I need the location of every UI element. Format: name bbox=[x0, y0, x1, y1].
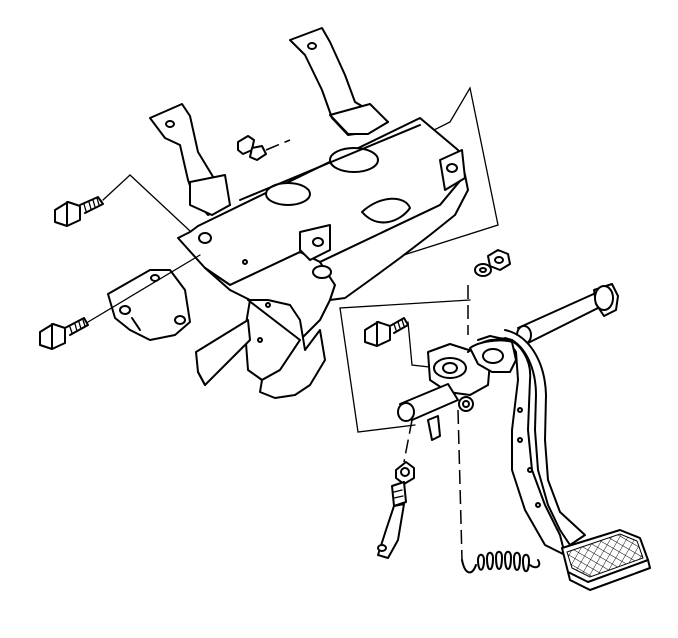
bracket-bolt-lower bbox=[39, 254, 201, 350]
bracket-bolt-upper bbox=[54, 174, 131, 227]
bracket-mounting-legs bbox=[149, 27, 389, 216]
pivot-nut bbox=[487, 249, 511, 271]
pedal-pivot-bolt bbox=[364, 317, 439, 369]
return-spring bbox=[457, 409, 541, 574]
clevis-link bbox=[377, 419, 415, 559]
pushrod-bushing bbox=[397, 383, 474, 441]
pedal-pad bbox=[561, 529, 651, 591]
bracket-strap bbox=[195, 319, 251, 386]
pedal-bracket bbox=[177, 117, 469, 399]
brake-pedal-arm bbox=[467, 329, 586, 556]
bracket-stud-bolt bbox=[237, 135, 291, 161]
pivot-washer bbox=[467, 263, 492, 335]
brace-plate bbox=[107, 269, 191, 341]
pivot-callout-box bbox=[339, 299, 471, 433]
pivot-bolt bbox=[516, 283, 619, 345]
